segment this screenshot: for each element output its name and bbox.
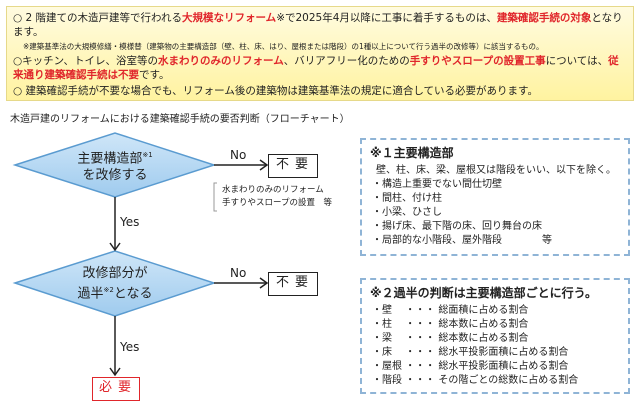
text: ※で2025年4月以降に工事に着手するものは、 <box>276 12 497 24</box>
text: については、 <box>545 55 609 67</box>
highlight: 大規模なリフォーム <box>182 12 277 24</box>
decision-2-label: 改修部分が過半※2となる <box>77 266 153 302</box>
text: です。 <box>139 69 170 81</box>
result-not-required-2: 不要 <box>268 272 318 296</box>
list-item: 屋根 ・・・ 総水平投影面積に占める割合 <box>382 360 620 374</box>
list-item: 梁 ・・・ 総本数に占める割合 <box>382 332 620 346</box>
list-item: 揚げ床、最下階の床、回り舞台の床 <box>382 220 620 234</box>
note-heading: ※１主要構造部 <box>370 146 454 160</box>
flowchart-title: 木造戸建のリフォームにおける建築確認手続の要否判断（フローチャート） <box>10 114 350 125</box>
list-item: 小梁、ひさし <box>382 206 620 220</box>
text: となります。 <box>13 12 623 38</box>
highlight: 手すりやスロープの設置工事 <box>409 55 546 67</box>
note-intro: 壁、柱、床、梁、屋根又は階段をいい、以下を除く。 <box>376 165 616 176</box>
list-item: 床 ・・・ 総水平投影面積に占める割合 <box>382 346 620 360</box>
no-label-1: No <box>230 148 247 162</box>
text: 、バリアフリー化のための <box>283 55 410 67</box>
no-label-2: No <box>230 266 247 280</box>
exception-item: 手すりやスロープの設置 等 <box>222 198 332 208</box>
list-item: 間柱、付け柱 <box>382 192 620 206</box>
list-item: 局部的な小階段、屋外階段 等 <box>382 234 620 248</box>
highlight: 建築確認手続の対象 <box>496 12 592 24</box>
list-item: 壁 ・・・ 総面積に占める割合 <box>382 304 620 318</box>
yes-label-2: Yes <box>120 340 140 354</box>
highlight: 従来通り建築確認手続は不要 <box>13 55 619 81</box>
note-main-structure: ※１主要構造部 壁、柱、床、梁、屋根又は階段をいい、以下を除く。 構造上重要でな… <box>360 138 630 256</box>
text: ○ 建築確認手続が不要な場合でも、リフォーム後の建築物は建築基準法の規定に適合し… <box>13 85 539 97</box>
result-not-required-1: 不要 <box>268 154 318 178</box>
exception-item: 水まわりのみのリフォーム <box>222 185 324 195</box>
footnote: ※建築基準法の大規模修繕・模様替（建築物の主要構造部（壁、柱、床、はり、屋根また… <box>23 42 544 51</box>
notice-box: ○ 2 階建ての木造戸建等で行われる大規模なリフォーム※で2025年4月以降に工… <box>6 6 634 101</box>
yes-label-1: Yes <box>120 215 140 229</box>
list-item: 構造上重要でない間仕切壁 <box>382 178 620 192</box>
result-required: 必要 <box>92 377 140 401</box>
highlight: 水まわりのみのリフォーム <box>158 55 284 67</box>
list-item: 柱 ・・・ 総本数に占める割合 <box>382 318 620 332</box>
note-majority-judgement: ※２過半の判断は主要構造部ごとに行う。 壁 ・・・ 総面積に占める割合 柱 ・・… <box>360 278 630 394</box>
text: ○キッチン、トイレ、浴室等の <box>13 55 159 67</box>
exception-bracket <box>213 182 217 212</box>
text: ○ 2 階建ての木造戸建等で行われる <box>13 12 182 24</box>
list-item: 階段 ・・・ その階ごとの総数に占める割合 <box>382 374 620 388</box>
exception-note: 水まわりのみのリフォーム 手すりやスロープの設置 等 <box>222 184 332 210</box>
note-heading: ※２過半の判断は主要構造部ごとに行う。 <box>370 286 597 300</box>
